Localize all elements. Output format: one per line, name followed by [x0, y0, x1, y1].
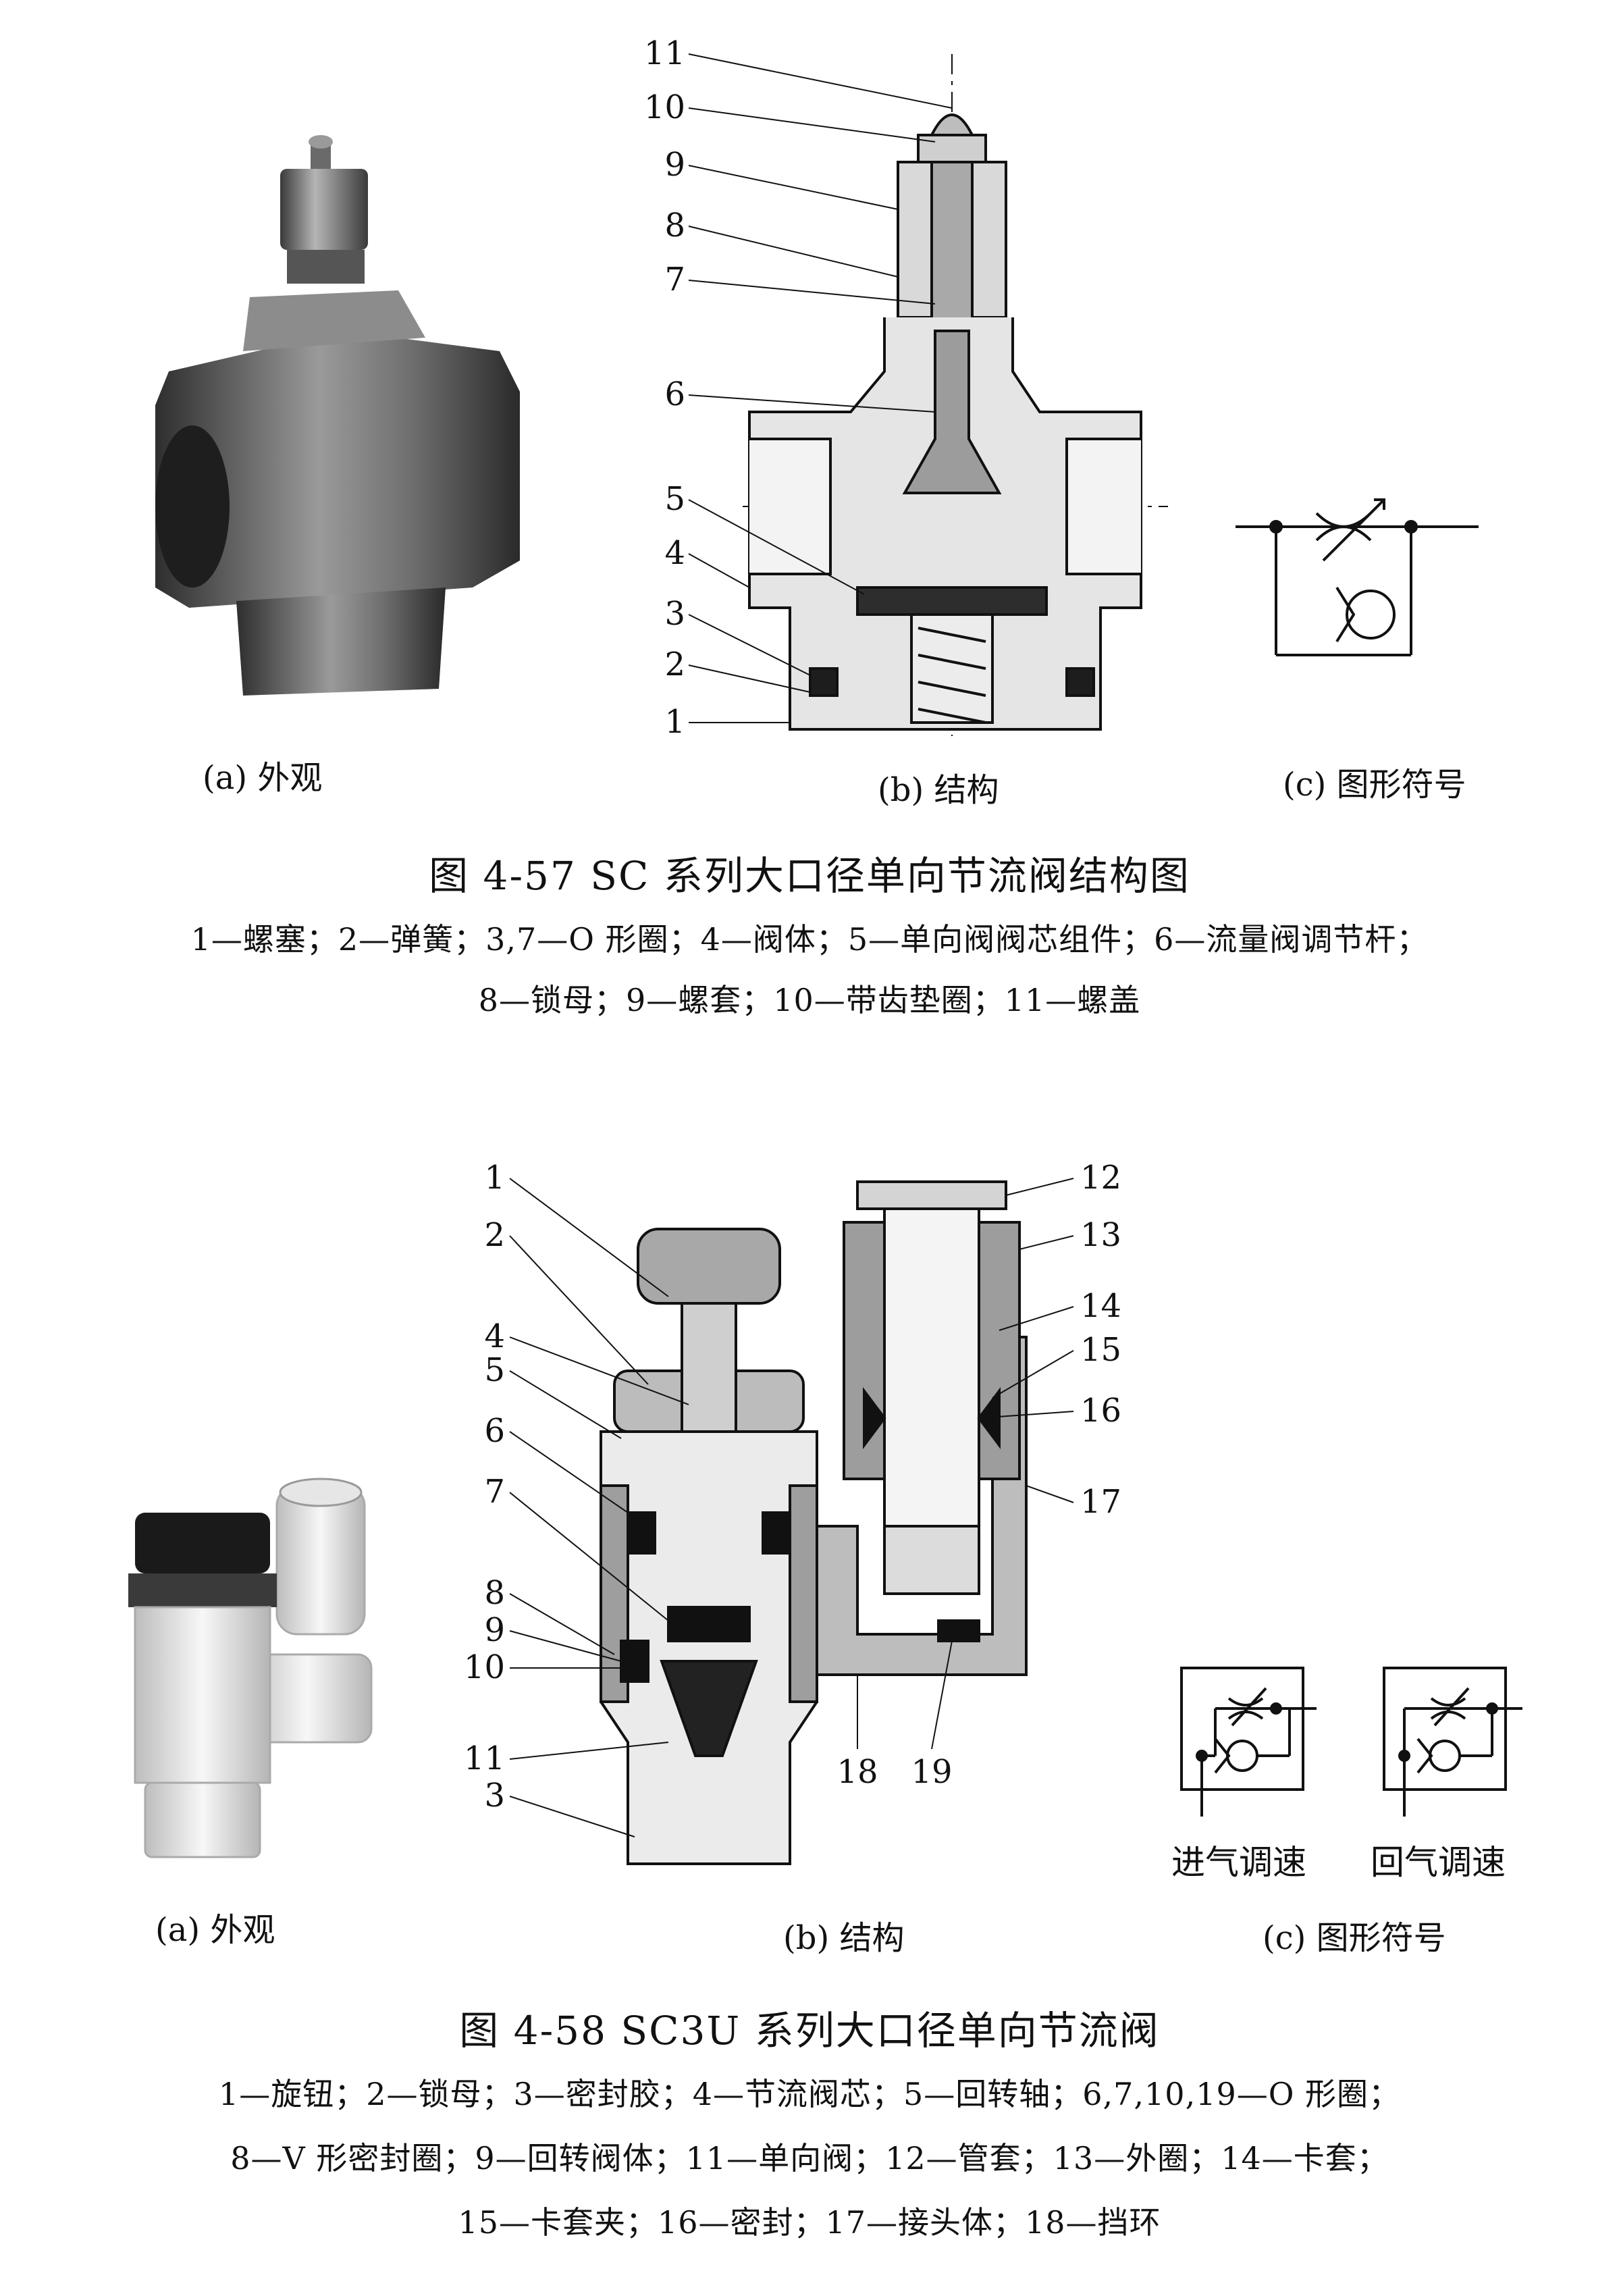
fig57-label-11: 11: [644, 34, 685, 72]
fig58-label-11: 11: [466, 1740, 505, 1777]
fig57-structure: 11 10 9 8 7 6 5 4 3 2 1: [644, 34, 1168, 741]
fig58-legend-line1: 1—旋钮；2—锁母；3—密封胶；4—节流阀芯；5—回转轴；6,7,10,19—O…: [218, 2076, 1401, 2112]
fig57-label-1: 1: [664, 703, 685, 741]
fig58-label-1: 1: [484, 1159, 505, 1197]
fig58-label-8: 8: [484, 1574, 505, 1612]
fig58-legend-line2: 8—V 形密封圈；9—回转阀体；11—单向阀；12—管套；13—外圈；14—卡套…: [230, 2140, 1389, 2176]
fig58-label-12: 12: [1080, 1159, 1121, 1197]
fig57-legend-line2: 8—锁母；9—螺套；10—带齿垫圈；11—螺盖: [478, 982, 1141, 1018]
fig58-label-19: 19: [911, 1753, 952, 1791]
fig58-label-7: 7: [484, 1473, 505, 1511]
fig58-caption-a: (a) 外观: [155, 1911, 275, 1949]
fig58-label-16: 16: [1080, 1392, 1121, 1430]
fig58-caption-b: (b) 结构: [783, 1919, 905, 1957]
fig58-photo: [128, 1478, 373, 1858]
fig58-symbols: [1180, 1667, 1522, 1817]
fig57-label-9: 9: [664, 146, 685, 184]
fig58-label-4: 4: [484, 1317, 505, 1355]
fig58-label-9: 9: [484, 1611, 505, 1649]
fig57-label-2: 2: [664, 646, 685, 683]
fig58-label-13: 13: [1080, 1216, 1121, 1254]
fig58-label-17: 17: [1080, 1483, 1121, 1521]
fig58-label-10: 10: [466, 1648, 505, 1686]
fig57-caption-a: (a) 外观: [203, 759, 323, 797]
fig57-photo: [155, 135, 520, 696]
fig58-label-18: 18: [837, 1753, 878, 1791]
fig57-label-6: 6: [664, 375, 685, 413]
fig57-label-7: 7: [664, 261, 685, 298]
fig57-label-4: 4: [664, 534, 685, 572]
fig57-caption-b: (b) 结构: [878, 771, 999, 809]
fig58-label-2: 2: [484, 1216, 505, 1254]
fig58-label-15: 15: [1080, 1331, 1121, 1369]
fig57-label-5: 5: [664, 480, 685, 518]
fig57-label-10: 10: [644, 88, 685, 126]
fig57-symbol: [1236, 498, 1479, 656]
fig58-title: 图 4-58 SC3U 系列大口径单向节流阀: [459, 2008, 1160, 2054]
fig57-title: 图 4-57 SC 系列大口径单向节流阀结构图: [429, 853, 1190, 899]
fig57-legend-line1: 1—螺塞；2—弹簧；3,7—O 形圈；4—阀体；5—单向阀阀芯组件；6—流量阀调…: [190, 921, 1429, 958]
fig58-structure: 1 2 4 5 6 7 8 9 10 11 3 12 13 14 15 16 1…: [466, 1159, 1121, 1865]
fig57-label-8: 8: [664, 207, 685, 244]
fig58-label-3: 3: [484, 1777, 505, 1815]
fig58-label-6: 6: [484, 1412, 505, 1450]
fig58-legend-line3: 15—卡套夹；16—密封；17—接头体；18—挡环: [458, 2204, 1161, 2241]
fig58-caption-c: (c) 图形符号: [1263, 1919, 1446, 1957]
fig58-label-5: 5: [484, 1351, 505, 1389]
fig58-label-14: 14: [1080, 1287, 1121, 1325]
fig57-label-3: 3: [664, 595, 685, 633]
fig58-symbol-label-return: 回气调速: [1371, 1843, 1506, 1882]
fig58-symbol-label-inlet: 进气调速: [1171, 1843, 1306, 1882]
fig57-caption-c: (c) 图形符号: [1283, 766, 1466, 804]
